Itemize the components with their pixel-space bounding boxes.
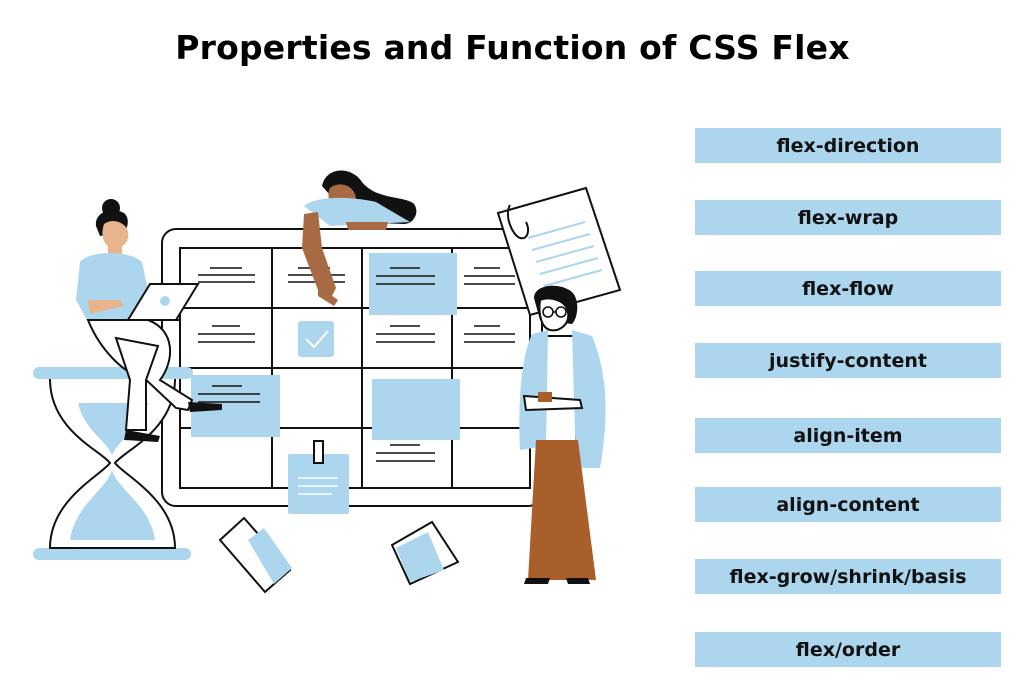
property-align-item[interactable]: align-item (695, 418, 1001, 453)
property-align-content[interactable]: align-content (695, 487, 1001, 522)
property-justify-content[interactable]: justify-content (695, 343, 1001, 378)
property-flex-grow-shrink-basis[interactable]: flex-grow/shrink/basis (695, 559, 1001, 594)
calendar-board (161, 228, 543, 514)
property-flex-wrap[interactable]: flex-wrap (695, 200, 1001, 235)
person-with-glasses (519, 285, 606, 584)
floating-paper-right (390, 520, 460, 586)
property-flex-order[interactable]: flex/order (695, 632, 1001, 667)
person-with-laptop (76, 199, 222, 442)
property-flex-flow[interactable]: flex-flow (695, 271, 1001, 306)
clipped-paper-icon (496, 186, 622, 317)
floating-paper-left (218, 516, 292, 594)
sticky-note-icon (288, 440, 349, 514)
page-title: Properties and Function of CSS Flex (175, 28, 850, 67)
property-flex-direction[interactable]: flex-direction (695, 128, 1001, 163)
team-planning-illustration (33, 170, 622, 594)
check-icon (298, 321, 334, 357)
person-leaning-on-board (302, 170, 417, 306)
flex-properties-list: flex-direction flex-wrap flex-flow justi… (695, 0, 1001, 700)
